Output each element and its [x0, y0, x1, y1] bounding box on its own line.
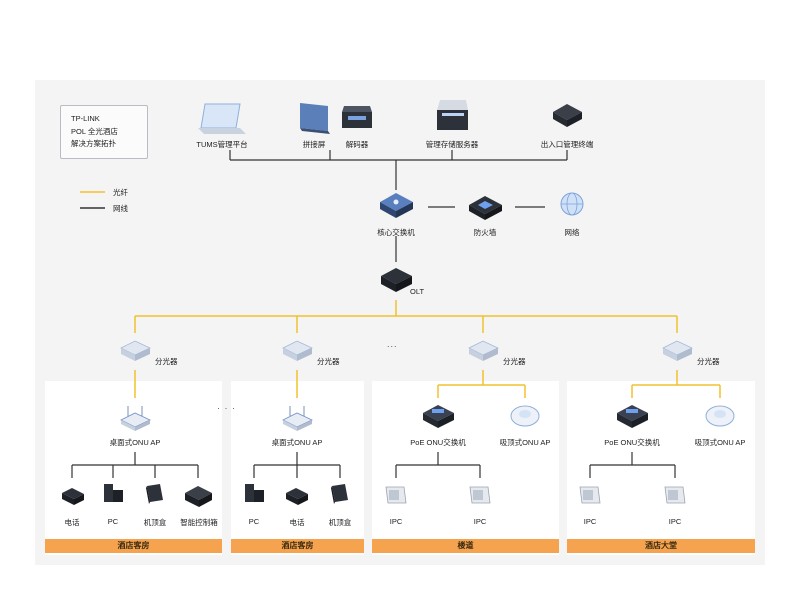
- poe-switch-label-2: PoE ONU交换机: [604, 438, 660, 447]
- core-switch-icon: [380, 193, 413, 218]
- decoder-icon: [342, 106, 372, 128]
- splitter-label-2: 分光器: [317, 357, 340, 366]
- storage-server-label: 管理存储服务器: [425, 140, 479, 149]
- phone-icon-1: [62, 488, 84, 505]
- desktop-onu-ap-icon-1: [120, 406, 151, 431]
- gate-terminal-label: 出入口管理终端: [540, 140, 594, 149]
- title-line-1: TP-LINK: [71, 114, 100, 123]
- poe-onu-switch-icon-1: [423, 405, 454, 428]
- p3-item-1: IPC: [473, 517, 487, 526]
- storage-server-icon: [437, 100, 468, 130]
- splice-screen-label: 拼接屏: [302, 140, 326, 149]
- internet-globe-icon: [560, 192, 584, 216]
- fiber-lines: [134, 300, 721, 398]
- desktop-onu-ap-icon-2: [282, 406, 313, 431]
- ellipsis-top: ...: [387, 339, 398, 349]
- splitter-icon-2: [282, 340, 313, 361]
- p3-item-0: IPC: [389, 517, 403, 526]
- settop-box-icon-2: [331, 484, 348, 504]
- firewall-icon: [469, 196, 502, 220]
- title-line-3: 解决方案拓扑: [71, 139, 116, 148]
- p1-item-0: 电话: [64, 518, 80, 527]
- ipc-camera-icon-3: [579, 486, 601, 504]
- splitter-label-4: 分光器: [697, 357, 720, 366]
- ceiling-onu-ap-icon-2: [705, 405, 735, 427]
- internet-label: 网络: [564, 228, 580, 237]
- panel-guestroom-1: [45, 381, 222, 555]
- ipc-camera-icon-4: [664, 486, 686, 504]
- title-line-2: POL 全光酒店: [71, 127, 118, 136]
- splitter-icon-4: [662, 340, 693, 361]
- desktop-ap-label-1: 桌面式ONU AP: [109, 438, 161, 447]
- ipc-camera-icon-1: [385, 486, 407, 504]
- ceiling-ap-label-2: 吸顶式ONU AP: [694, 438, 746, 447]
- settop-box-icon-1: [146, 484, 163, 504]
- p1-item-3: 智能控制箱: [180, 518, 218, 527]
- poe-onu-switch-icon-2: [617, 405, 648, 428]
- zone-label-lobby: 酒店大堂: [567, 539, 755, 553]
- ellipsis-panels: · · ·: [217, 403, 236, 413]
- tums-label: TUMS管理平台: [196, 140, 248, 149]
- pc-icon-2: [245, 484, 264, 502]
- core-switch-label: 核心交换机: [377, 228, 415, 237]
- p2-item-2: 机顶盒: [328, 518, 352, 527]
- decoder-label: 解码器: [345, 140, 369, 149]
- top-bus-lines: [229, 150, 568, 262]
- phone-icon-2: [286, 488, 308, 505]
- gate-terminal-icon: [553, 104, 582, 127]
- p1-item-1: PC: [107, 517, 119, 526]
- title-box: TP-LINK POL 全光酒店 解决方案拓扑: [60, 105, 148, 159]
- tums-platform-icon: [198, 103, 246, 134]
- access-network-lines: [71, 452, 676, 478]
- p4-item-0: IPC: [583, 517, 597, 526]
- splitter-label-1: 分光器: [155, 357, 178, 366]
- desktop-ap-label-2: 桌面式ONU AP: [271, 438, 323, 447]
- splice-screen-icon: [300, 103, 330, 134]
- p4-item-1: IPC: [668, 517, 682, 526]
- splitter-label-3: 分光器: [503, 357, 526, 366]
- splitter-icon-3: [468, 340, 499, 361]
- splitter-icon-1: [120, 340, 151, 361]
- smart-control-box-icon: [185, 486, 212, 507]
- legend-network-label: 网线: [113, 204, 128, 213]
- p2-item-1: 电话: [289, 518, 305, 527]
- ceiling-ap-label-1: 吸顶式ONU AP: [499, 438, 551, 447]
- firewall-label: 防火墙: [473, 228, 497, 237]
- p2-item-0: PC: [248, 517, 260, 526]
- zone-label-guestroom-1: 酒店客房: [45, 539, 222, 553]
- ceiling-onu-ap-icon-1: [510, 405, 540, 427]
- zone-label-corridor: 楼道: [372, 539, 559, 553]
- olt-label: OLT: [410, 287, 425, 296]
- ipc-camera-icon-2: [469, 486, 491, 504]
- pc-icon-1: [104, 484, 123, 502]
- poe-switch-label-1: PoE ONU交换机: [410, 438, 466, 447]
- legend-fiber-label: 光纤: [113, 188, 128, 197]
- p1-item-2: 机顶盒: [143, 518, 167, 527]
- olt-icon: [381, 268, 412, 292]
- zone-label-guestroom-2: 酒店客房: [231, 539, 364, 553]
